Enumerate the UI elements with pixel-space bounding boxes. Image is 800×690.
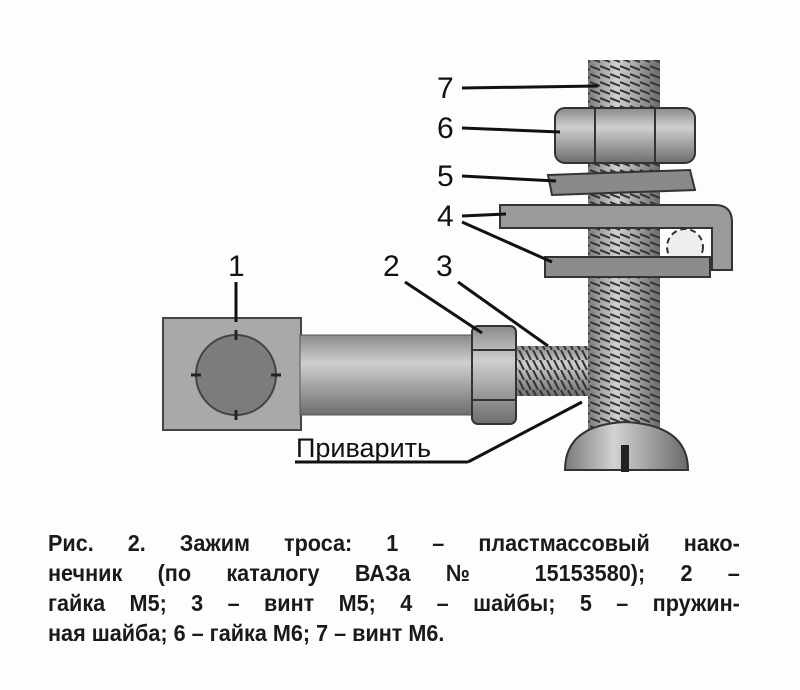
callout-3: 3 [436,250,453,283]
cable-clamp-diagram: 7 6 5 4 1 2 3 Приварить [162,60,733,472]
callout-7: 7 [437,72,454,105]
figure-caption: Рис. 2. Зажим троса: 1 – пластмассовый н… [48,528,740,648]
spring-washer-part-5 [546,168,697,197]
plastic-tip-part-1 [162,317,473,431]
caption-line: ная шайба; 6 – гайка М6; 7 – винт М6. [48,620,445,646]
washers-part-4 [499,204,733,278]
caption-line: Рис. 2. Зажим троса: 1 – пластмассовый н… [48,530,740,556]
weld-label: Приварить [296,433,431,463]
callout-2: 2 [383,250,400,283]
nut-m6-part-6 [554,107,696,164]
callout-6: 6 [437,112,454,145]
callout-4: 4 [437,200,454,233]
caption-line: гайка М5; 3 – винт М5; 4 – шайбы; 5 – пр… [48,590,740,616]
caption-line: нечник (по каталогу ВАЗа № 15153580); 2 … [48,560,740,586]
leader-lines [234,84,599,464]
screw-m5-part-3 [512,346,592,396]
nut-m5-part-2 [471,325,517,425]
callout-1: 1 [228,250,245,283]
callout-5: 5 [437,160,454,193]
